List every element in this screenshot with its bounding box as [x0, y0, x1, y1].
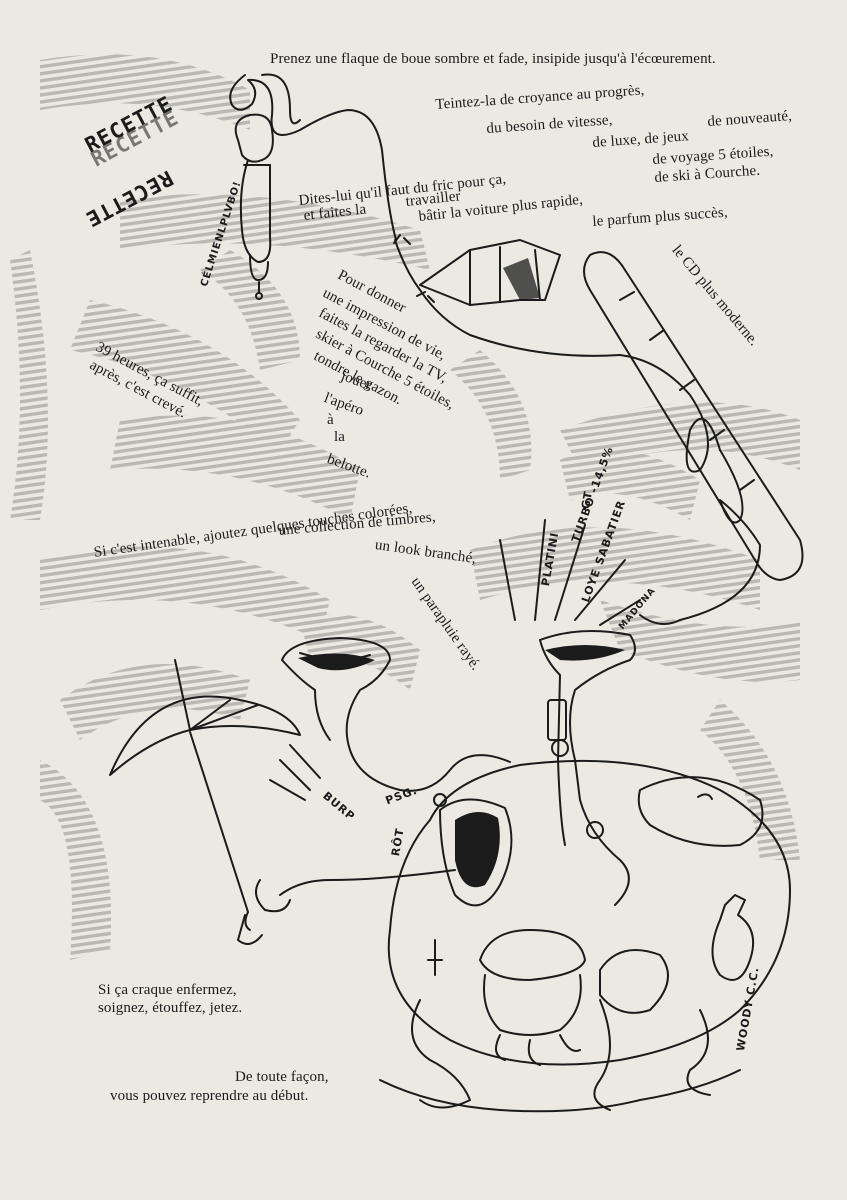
text-flaque: Prenez une flaque de boue sombre et fade… — [270, 51, 716, 67]
line-art — [109, 73, 804, 1113]
text-craque: Si ça craque enfermez, — [98, 982, 237, 998]
text-soignez: soignez, étouffez, jetez. — [98, 1000, 243, 1016]
text-a: à — [327, 412, 334, 428]
hatch-bands — [10, 54, 800, 960]
text-la: la — [334, 429, 346, 445]
ink-fills — [298, 258, 625, 888]
text-detoute: De toute façon, — [235, 1069, 329, 1085]
text-reprendre: vous pouvez reprendre au début. — [110, 1088, 309, 1104]
